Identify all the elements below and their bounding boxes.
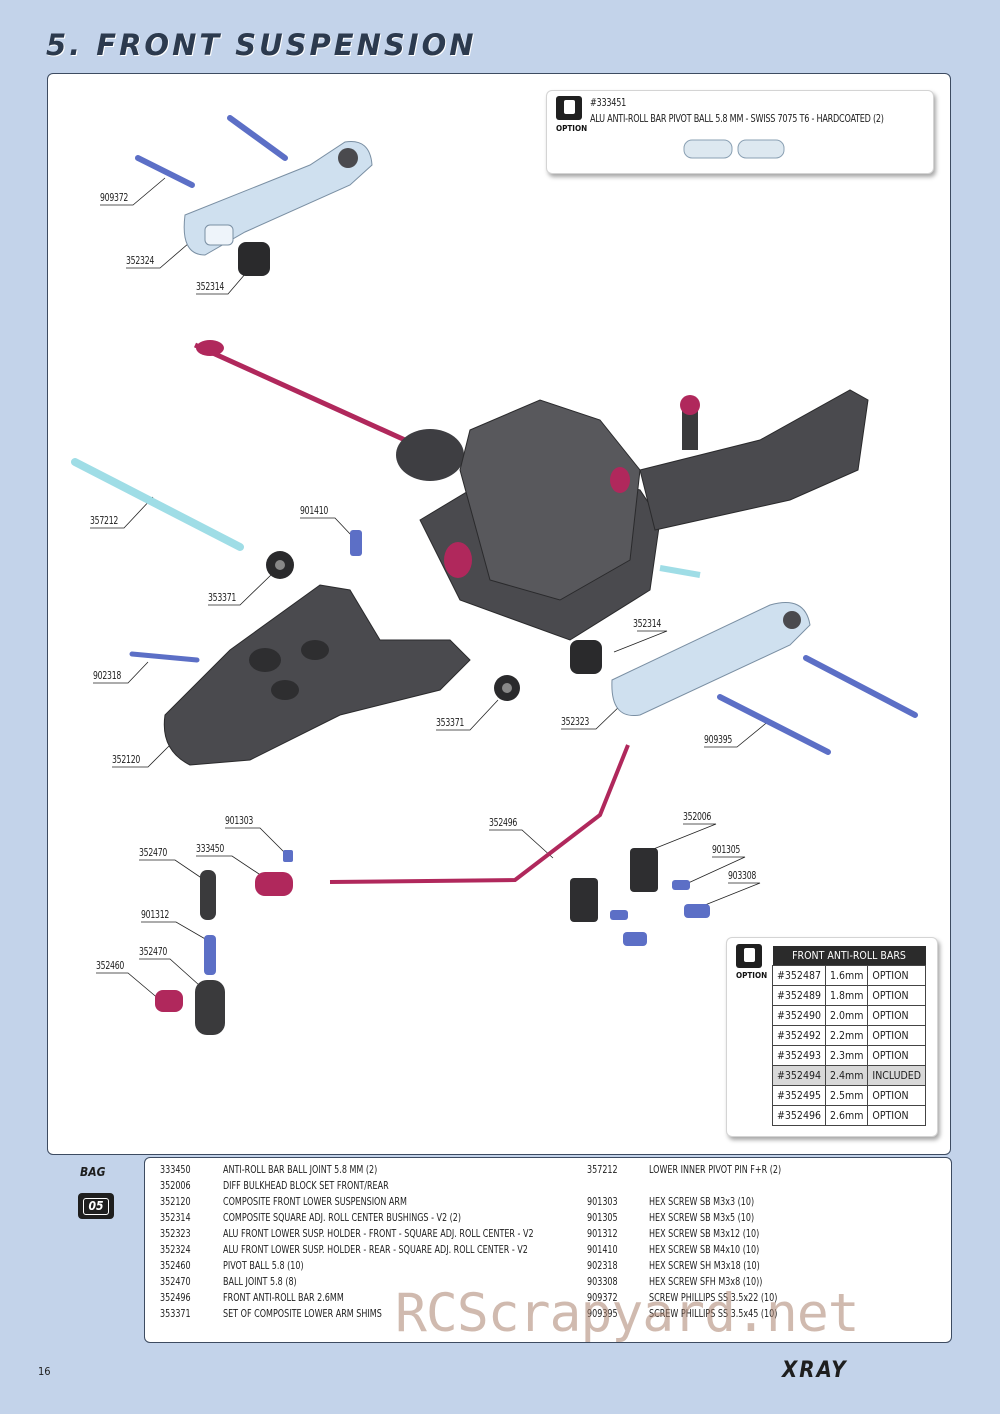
option-description: ALU ANTI-ROLL BAR PIVOT BALL 5.8 MM - SW… bbox=[590, 112, 884, 125]
watermark: RCScrapyard.net bbox=[395, 1283, 860, 1344]
part-description: HEX SCREW SB M4x10 (10) bbox=[649, 1244, 760, 1256]
pivot-ball-image bbox=[683, 139, 785, 159]
callout-label: 902318 bbox=[93, 670, 122, 682]
callout-label: 901410 bbox=[300, 505, 329, 517]
bag-number: 05 bbox=[83, 1198, 109, 1215]
part-number: 357212 bbox=[587, 1164, 618, 1176]
callout-label: 352314 bbox=[633, 618, 662, 630]
callout-label: 352460 bbox=[96, 960, 125, 972]
part-description: COMPOSITE FRONT LOWER SUSPENSION ARM bbox=[223, 1196, 407, 1208]
option-box-pivot-ball bbox=[546, 90, 934, 174]
part-description: HEX SCREW SFH M3x8 (10)) bbox=[649, 1276, 763, 1288]
part-number: 352470 bbox=[160, 1276, 191, 1288]
part-description: BALL JOINT 5.8 (8) bbox=[223, 1276, 297, 1288]
part-description: HEX SCREW SB M3x3 (10) bbox=[649, 1196, 755, 1208]
part-number: 909372 bbox=[587, 1292, 618, 1304]
callout-label: 352006 bbox=[683, 811, 712, 823]
callout-label: 909395 bbox=[704, 734, 733, 746]
callout-label: 352470 bbox=[139, 847, 168, 859]
part-number: 352496 bbox=[160, 1292, 191, 1304]
option-badge: OPTION bbox=[736, 971, 768, 980]
table-header: FRONT ANTI-ROLL BARS bbox=[772, 946, 926, 966]
callout-label: 352314 bbox=[196, 281, 225, 293]
part-description: SET OF COMPOSITE LOWER ARM SHIMS bbox=[223, 1308, 382, 1320]
part-number: 352324 bbox=[160, 1244, 191, 1256]
bag-number-badge: 05 bbox=[78, 1193, 114, 1219]
part-description: HEX SCREW SB M3x12 (10) bbox=[649, 1228, 760, 1240]
part-description: HEX SCREW SH M3x18 (10) bbox=[649, 1260, 760, 1272]
part-description: LOWER INNER PIVOT PIN F+R (2) bbox=[649, 1164, 782, 1176]
option-badge: OPTION bbox=[556, 124, 588, 133]
part-number: 902318 bbox=[587, 1260, 618, 1272]
part-number: 352006 bbox=[160, 1180, 191, 1192]
callout-label: 353371 bbox=[208, 592, 237, 604]
part-number: 901312 bbox=[587, 1228, 618, 1240]
part-description: ANTI-ROLL BAR BALL JOINT 5.8 MM (2) bbox=[223, 1164, 378, 1176]
callout-label: 901305 bbox=[712, 844, 741, 856]
part-number: 901410 bbox=[587, 1244, 618, 1256]
part-number: 909395 bbox=[587, 1308, 618, 1320]
callout-label: 357212 bbox=[90, 515, 119, 527]
page-title: 5. FRONT SUSPENSION bbox=[46, 28, 477, 62]
part-number: 353371 bbox=[160, 1308, 191, 1320]
part-description: PIVOT BALL 5.8 (10) bbox=[223, 1260, 304, 1272]
thumbs-up-icon bbox=[736, 944, 762, 968]
callout-label: 352470 bbox=[139, 946, 168, 958]
callout-label: 901303 bbox=[225, 815, 254, 827]
part-description: ALU FRONT LOWER SUSP. HOLDER - REAR - SQ… bbox=[223, 1244, 528, 1256]
option-part-number: #333451 bbox=[590, 96, 627, 109]
parts-list-panel bbox=[144, 1157, 952, 1343]
callout-label: 352323 bbox=[561, 716, 590, 728]
part-number: 352323 bbox=[160, 1228, 191, 1240]
part-description: COMPOSITE SQUARE ADJ. ROLL CENTER BUSHIN… bbox=[223, 1212, 462, 1224]
part-number: 903308 bbox=[587, 1276, 618, 1288]
callout-label: 901312 bbox=[141, 909, 170, 921]
part-description: ALU FRONT LOWER SUSP. HOLDER - FRONT - S… bbox=[223, 1228, 534, 1240]
part-number: 352460 bbox=[160, 1260, 191, 1272]
part-description: SCREW PHILLIPS SS 3.5x22 (10) bbox=[649, 1292, 778, 1304]
part-description: HEX SCREW SB M3x5 (10) bbox=[649, 1212, 755, 1224]
part-number: 333450 bbox=[160, 1164, 191, 1176]
callout-label: 352120 bbox=[112, 754, 141, 766]
callout-label: 353371 bbox=[436, 717, 465, 729]
callout-label: 333450 bbox=[196, 843, 225, 855]
part-description: DIFF BULKHEAD BLOCK SET FRONT/REAR bbox=[223, 1180, 389, 1192]
page-number: 16 bbox=[38, 1365, 51, 1378]
callout-label: 352324 bbox=[126, 255, 155, 267]
part-number: 352314 bbox=[160, 1212, 191, 1224]
part-number: 352120 bbox=[160, 1196, 191, 1208]
part-number: 901303 bbox=[587, 1196, 618, 1208]
callout-label: 903308 bbox=[728, 870, 757, 882]
brand-logo: XRAY bbox=[782, 1358, 848, 1383]
part-description: FRONT ANTI-ROLL BAR 2.6MM bbox=[223, 1292, 344, 1304]
callout-label: 352496 bbox=[489, 817, 518, 829]
part-description: SCREW PHILLIPS SS 3.5x45 (10) bbox=[649, 1308, 778, 1320]
callout-label: 909372 bbox=[100, 192, 129, 204]
bag-label: BAG bbox=[80, 1165, 106, 1179]
thumbs-up-icon bbox=[556, 96, 582, 120]
part-number: 901305 bbox=[587, 1212, 618, 1224]
